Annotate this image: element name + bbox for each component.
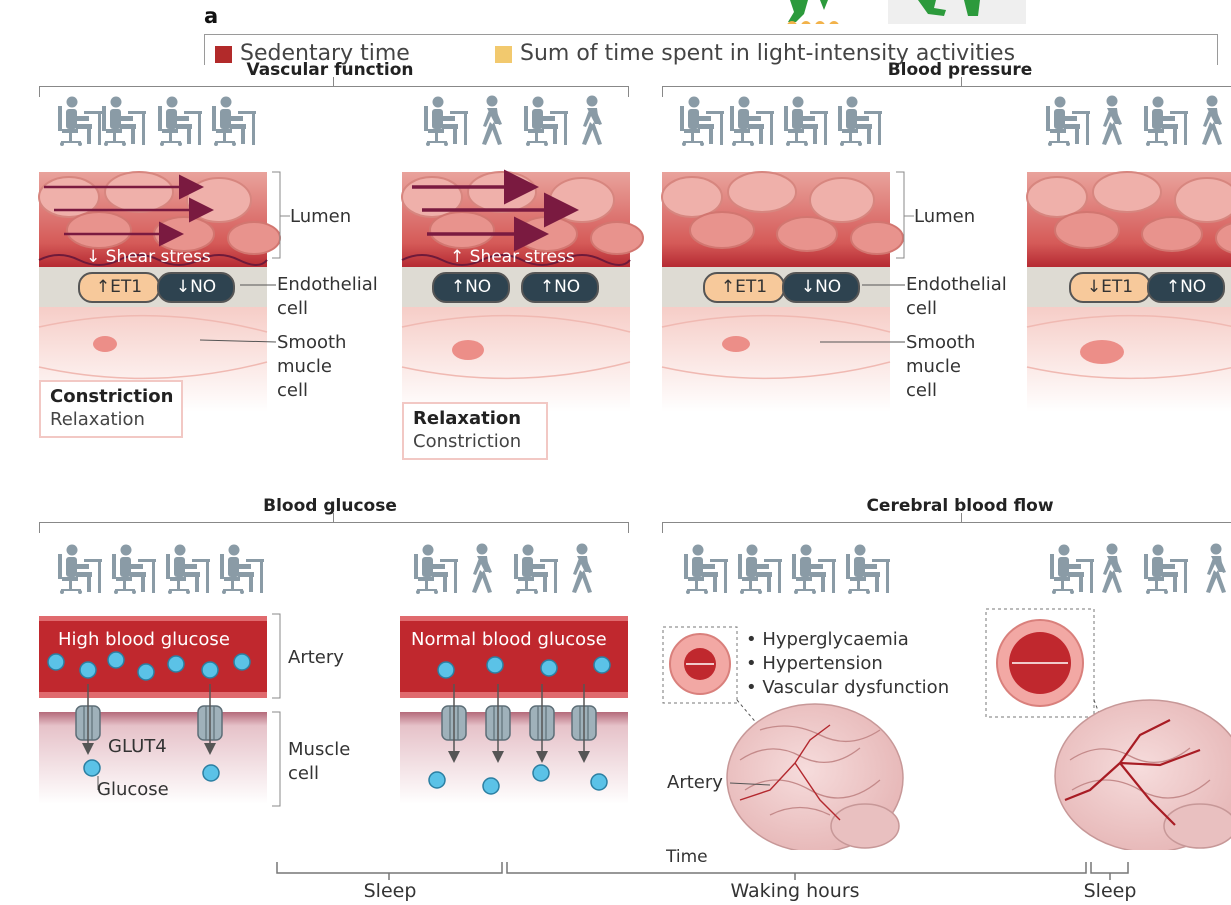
pill-et1-pressure-left: ↑ET1 — [703, 272, 785, 303]
label-cell-pressure: cell — [906, 379, 937, 403]
legend-swatch-light — [495, 46, 512, 63]
label-artery-brain: Artery — [667, 771, 723, 795]
time-axis-label: Time — [666, 845, 708, 864]
label-glucose: Glucose — [97, 778, 169, 802]
section-title-pressure: Blood pressure — [830, 60, 1090, 80]
timeline-segment-sleep-2: Sleep — [1070, 880, 1150, 902]
green-figures-icon — [768, 0, 1026, 24]
callout-state-right: Relaxation Constriction — [402, 402, 548, 460]
pill-et1-pressure-right: ↓ET1 — [1069, 272, 1151, 303]
shear-stress-label-right: ↑ Shear stress — [450, 245, 575, 269]
label-muscle-cell: cell — [288, 762, 319, 786]
label-mucle-pressure: mucle — [906, 355, 961, 379]
label-normal-blood-glucose: Normal blood glucose — [411, 628, 607, 652]
pill-no-pressure-left: ↓NO — [782, 272, 860, 303]
label-artery-glucose: Artery — [288, 646, 344, 670]
label-cell-vascular: cell — [277, 379, 308, 403]
label-smooth-vascular: Smooth — [277, 331, 346, 355]
callout-state-left: Constriction Relaxation — [39, 380, 183, 438]
label-lumen-vascular: Lumen — [290, 205, 351, 229]
callout-state-bold: Relaxation — [413, 408, 521, 429]
bullet-vascular-dysfunction: • Vascular dysfunction — [746, 676, 949, 700]
pill-et1-vascular-left: ↑ET1 — [78, 272, 160, 303]
time-axis-label-clip: Time — [666, 842, 726, 864]
timeline-segment-waking: Waking hours — [720, 880, 870, 902]
pill-no-vascular-right-2: ↑NO — [521, 272, 599, 303]
pill-no-vascular-left: ↓NO — [157, 272, 235, 303]
section-bracket-vascular — [39, 86, 629, 97]
panel-letter: a — [204, 4, 218, 28]
label-mucle-vascular: mucle — [277, 355, 332, 379]
label-lumen-pressure: Lumen — [914, 205, 975, 229]
label-endothelial-vascular: Endothelial — [277, 273, 378, 297]
bullet-hypertension: • Hypertension — [746, 652, 883, 676]
callout-state-light: Relaxation — [50, 408, 172, 431]
label-endothelial-cell-pressure: cell — [906, 297, 937, 321]
callout-state-light: Constriction — [413, 430, 537, 453]
label-glut4: GLUT4 — [108, 735, 167, 759]
label-muscle: Muscle — [288, 738, 350, 762]
pill-no-vascular-right-1: ↑NO — [432, 272, 510, 303]
label-endothelial-cell-vascular: cell — [277, 297, 308, 321]
label-smooth-pressure: Smooth — [906, 331, 975, 355]
label-endothelial-pressure: Endothelial — [906, 273, 1007, 297]
section-title-glucose: Blood glucose — [200, 496, 460, 516]
pill-no-pressure-right: ↑NO — [1147, 272, 1225, 303]
section-title-cerebral: Cerebral blood flow — [830, 496, 1090, 516]
activity-figure-fragment — [768, 0, 1026, 24]
label-high-blood-glucose: High blood glucose — [58, 628, 230, 652]
timeline-segment-sleep-1: Sleep — [330, 880, 450, 902]
section-bracket-pressure — [662, 86, 1231, 97]
shear-stress-label-left: ↓ Shear stress — [86, 245, 211, 269]
section-title-vascular: Vascular function — [200, 60, 460, 80]
section-bracket-glucose — [39, 522, 629, 533]
section-bracket-cerebral — [662, 522, 1231, 533]
bullet-hyperglycaemia: • Hyperglycaemia — [746, 628, 909, 652]
callout-state-bold: Constriction — [50, 386, 173, 407]
